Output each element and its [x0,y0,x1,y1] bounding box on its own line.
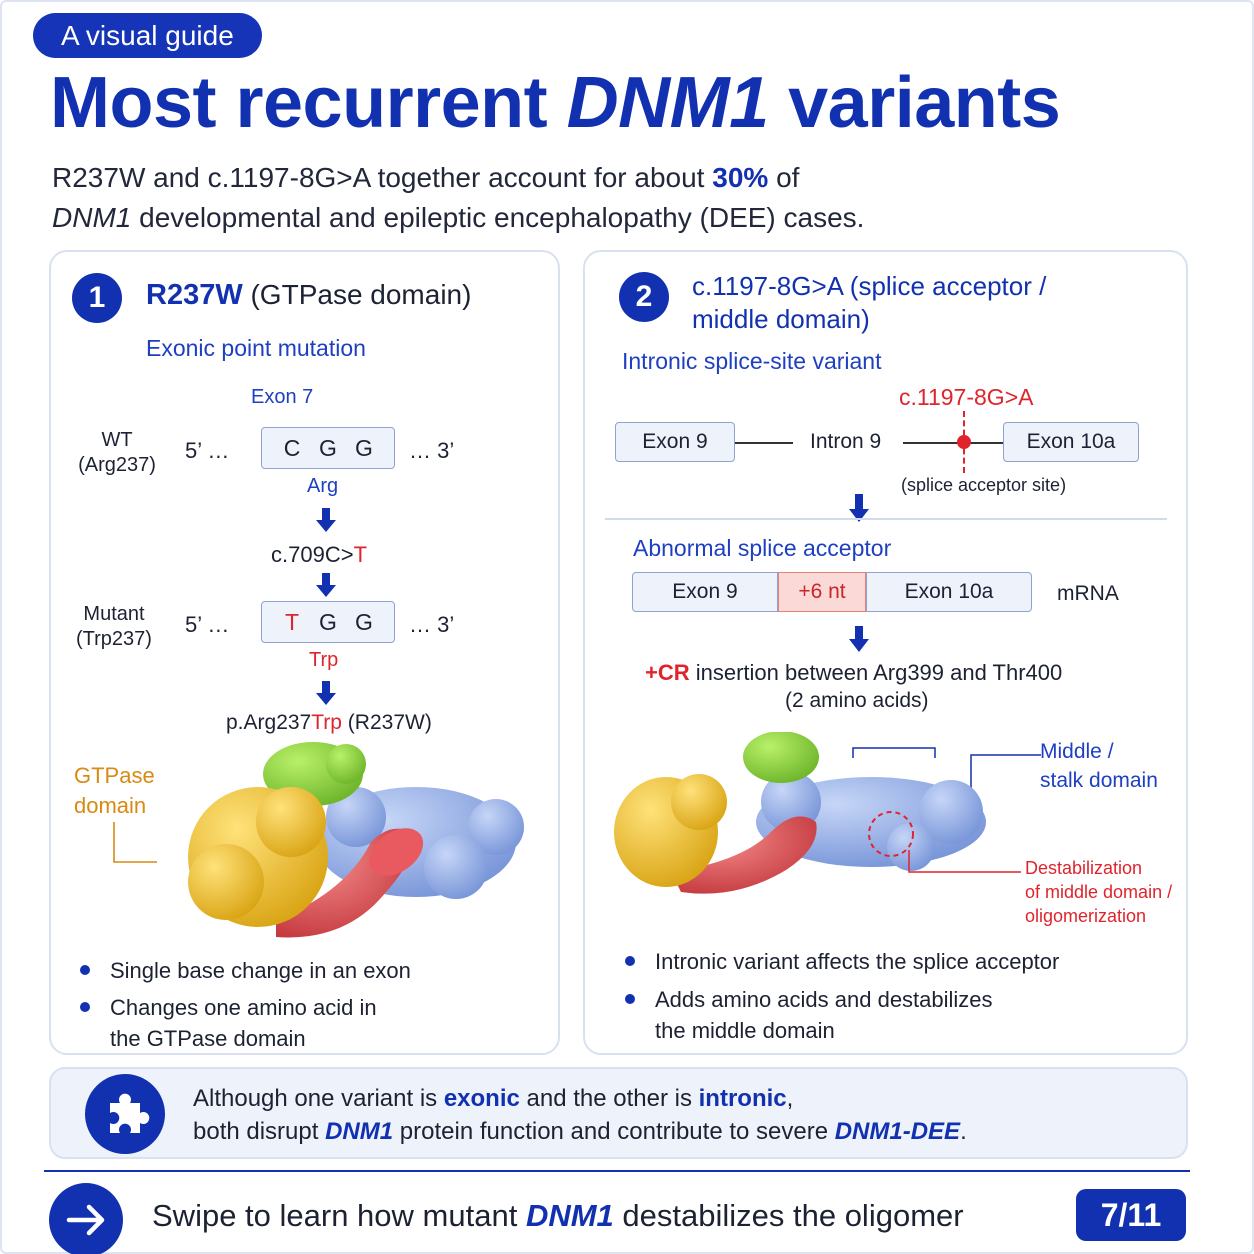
panel-number-1: 1 [72,273,122,323]
mrna-label: mRNA [1057,582,1119,605]
exon9-box: Exon 9 [615,422,735,462]
panel2-bullet-1: Intronic variant affects the splice acce… [625,946,1059,977]
protein-structure-r237w [188,742,524,938]
next-button[interactable] [49,1183,123,1254]
mut-5prime: 5’ … [185,612,230,637]
exon10a-box: Exon 10a [1003,422,1139,462]
page-title: Most recurrent DNM1 variants [50,63,1061,143]
panel-r237w: 1 R237W (GTPase domain) Exonic point mut… [49,250,560,1055]
down-arrow-icon [316,681,336,705]
gtpase-pointer [113,822,157,863]
down-arrow-icon [316,573,336,597]
panel-number-2: 2 [619,272,669,322]
mutant-label: Mutant(Trp237) [76,603,152,650]
protein-change: p.Arg237Trp (R237W) [226,711,432,734]
wt-amino-acid: Arg [307,475,339,497]
splice-site-dot [957,435,971,449]
divider [605,518,1167,520]
abnormal-splice-label: Abnormal splice acceptor [633,535,892,561]
down-arrow-icon [849,494,869,522]
panel1-bullet-1: Single base change in an exon [80,955,411,986]
panel2-subtitle: Intronic splice-site variant [622,348,882,374]
intron-line [735,442,793,444]
arrow-right-icon [66,1204,105,1236]
insert-6nt-box: +6 nt [778,572,866,612]
page-indicator: 7/11 [1076,1189,1186,1241]
panel1-title: R237W (GTPase domain) [146,279,472,311]
cr-insertion: +CR insertion between Arg399 and Thr400 [645,660,1063,685]
mut-amino-acid: Trp [309,649,339,671]
summary-note [49,1067,1188,1159]
puzzle-icon [85,1074,165,1154]
mrna-exon10a: Exon 10a [866,572,1032,612]
splice-site-label: (splice acceptor site) [901,475,1067,495]
wt-label: WT(Arg237) [78,429,156,476]
footer-rule [44,1170,1190,1172]
middle-domain-label: Middle /stalk domain [1040,740,1158,792]
intron9-label: Intron 9 [810,430,882,453]
mut-3prime: … 3’ [409,612,455,637]
variant-label: c.1197-8G>A [899,384,1034,410]
swipe-prompt[interactable]: Swipe to learn how mutant DNM1 destabili… [152,1198,964,1233]
panel1-subtitle: Exonic point mutation [146,335,366,361]
exon7-label: Exon 7 [251,386,314,408]
down-arrow-icon [316,508,336,532]
guide-badge: A visual guide [33,13,262,58]
mrna-exon9: Exon 9 [632,572,778,612]
down-arrow-icon [849,626,869,652]
page-subtitle: R237W and c.1197-8G>A together account f… [52,162,865,233]
protein-structure-middle [614,732,1021,894]
panel2-title: c.1197-8G>A (splice acceptor /middle dom… [692,271,1047,334]
wt-3prime: … 3’ [409,438,455,463]
wt-5prime: 5’ … [185,438,230,463]
intron-line [903,442,1003,444]
cdna-change: c.709C>T [271,542,368,567]
panel-splice-variant: 2 c.1197-8G>A (splice acceptor /middle d… [583,250,1188,1055]
cr-insertion-detail: (2 amino acids) [785,689,929,712]
summary-text: Although one variant is exonic and the o… [193,1085,967,1145]
middle-domain-bracket [852,747,1041,794]
